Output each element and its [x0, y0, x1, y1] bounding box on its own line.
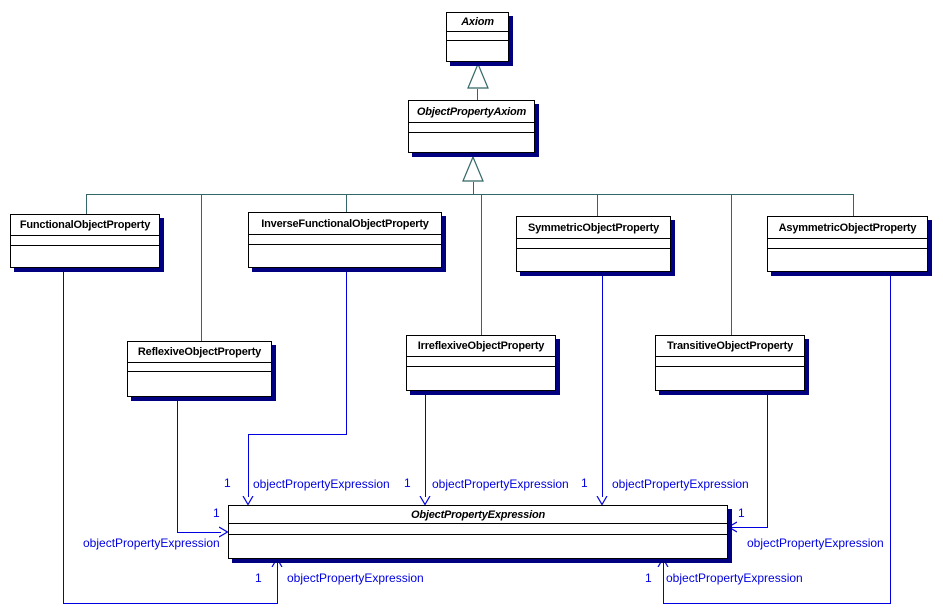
class-title: ObjectPropertyExpression: [229, 506, 727, 524]
association-asymmetric-up: [663, 561, 664, 604]
association-inversefunctional-h: [248, 434, 347, 435]
class-axiom[interactable]: Axiom: [446, 12, 509, 62]
attributes-compartment: [11, 236, 159, 246]
class-title: ObjectPropertyAxiom: [409, 101, 534, 123]
attributes-compartment: [249, 235, 441, 245]
association-functional-h: [63, 603, 278, 604]
class-transitiveobjectproperty[interactable]: TransitiveObjectProperty: [655, 335, 805, 391]
class-title: SymmetricObjectProperty: [517, 217, 670, 239]
association-label-irreflexive: objectPropertyExpression: [432, 477, 569, 491]
association-symmetric-v: [602, 272, 603, 497]
attributes-compartment: [407, 357, 555, 367]
generalization-drop-irreflexive: [481, 194, 482, 335]
attributes-compartment: [768, 239, 927, 249]
multiplicity-inversefunctional: 1: [224, 476, 231, 490]
arrowhead-right-icon: [219, 526, 228, 538]
multiplicity-symmetric: 1: [581, 476, 588, 490]
multiplicity-transitive: 1: [738, 506, 745, 520]
association-inversefunctional-v1: [346, 268, 347, 434]
class-inversefunctionalobjectproperty[interactable]: InverseFunctionalObjectProperty: [248, 212, 442, 268]
arrowhead-left-icon: [728, 521, 737, 533]
generalization-edge-axiom: [477, 89, 478, 100]
attributes-compartment: [128, 363, 271, 372]
generalization-drop-symmetric: [597, 194, 598, 216]
class-title: AsymmetricObjectProperty: [768, 217, 927, 239]
class-title: TransitiveObjectProperty: [656, 336, 804, 357]
class-title: ReflexiveObjectProperty: [128, 342, 271, 363]
association-label-inversefunctional: objectPropertyExpression: [253, 477, 390, 491]
association-label-asymmetric: objectPropertyExpression: [666, 571, 803, 585]
multiplicity-irreflexive: 1: [404, 476, 411, 490]
association-transitive-v: [767, 391, 768, 527]
class-functionalobjectproperty[interactable]: FunctionalObjectProperty: [10, 214, 160, 268]
generalization-drop-reflexive: [201, 194, 202, 341]
association-label-functional: objectPropertyExpression: [287, 571, 424, 585]
arrowhead-down-icon: [419, 496, 431, 505]
multiplicity-functional: 1: [255, 571, 262, 585]
association-inversefunctional-v2: [248, 434, 249, 497]
attributes-compartment: [229, 524, 727, 535]
association-reflexive-v: [177, 397, 178, 532]
association-transitive-h: [730, 527, 768, 528]
class-title: Axiom: [447, 13, 508, 32]
class-objectpropertyaxiom[interactable]: ObjectPropertyAxiom: [408, 100, 535, 153]
association-label-reflexive: objectPropertyExpression: [83, 536, 220, 550]
class-title: IrreflexiveObjectProperty: [407, 336, 555, 357]
generalization-drop-functional: [86, 194, 87, 214]
attributes-compartment: [409, 123, 534, 133]
class-title: InverseFunctionalObjectProperty: [249, 213, 441, 235]
generalization-drop-transitive: [731, 194, 732, 335]
generalization-triangle-icon: [467, 63, 489, 89]
attributes-compartment: [656, 357, 804, 367]
generalization-edge-opa-stem: [473, 182, 474, 194]
association-label-symmetric: objectPropertyExpression: [612, 477, 749, 491]
generalization-drop-inversefunctional: [346, 194, 347, 212]
generalization-drop-asymmetric: [853, 194, 854, 216]
class-irreflexiveobjectproperty[interactable]: IrreflexiveObjectProperty: [406, 335, 556, 391]
association-irreflexive-v: [425, 391, 426, 497]
attributes-compartment: [517, 239, 670, 249]
multiplicity-reflexive: 1: [213, 506, 220, 520]
association-label-transitive: objectPropertyExpression: [747, 536, 884, 550]
multiplicity-asymmetric: 1: [645, 571, 652, 585]
association-asymmetric-v1: [890, 272, 891, 604]
association-functional-v: [63, 268, 64, 604]
association-asymmetric-h: [663, 603, 890, 604]
generalization-triangle-icon: [462, 156, 484, 182]
arrowhead-down-icon: [596, 496, 608, 505]
class-asymmetricobjectproperty[interactable]: AsymmetricObjectProperty: [767, 216, 928, 272]
attributes-compartment: [447, 32, 508, 41]
arrowhead-up-icon: [271, 558, 283, 567]
class-reflexiveobjectproperty[interactable]: ReflexiveObjectProperty: [127, 341, 272, 397]
class-symmetricobjectproperty[interactable]: SymmetricObjectProperty: [516, 216, 671, 272]
class-objectpropertyexpression[interactable]: ObjectPropertyExpression: [228, 505, 728, 559]
arrowhead-down-icon: [242, 496, 254, 505]
association-reflexive-h: [177, 532, 221, 533]
arrowhead-up-icon: [657, 558, 669, 567]
generalization-bus: [86, 194, 854, 195]
class-title: FunctionalObjectProperty: [11, 215, 159, 236]
association-functional-up: [277, 561, 278, 604]
